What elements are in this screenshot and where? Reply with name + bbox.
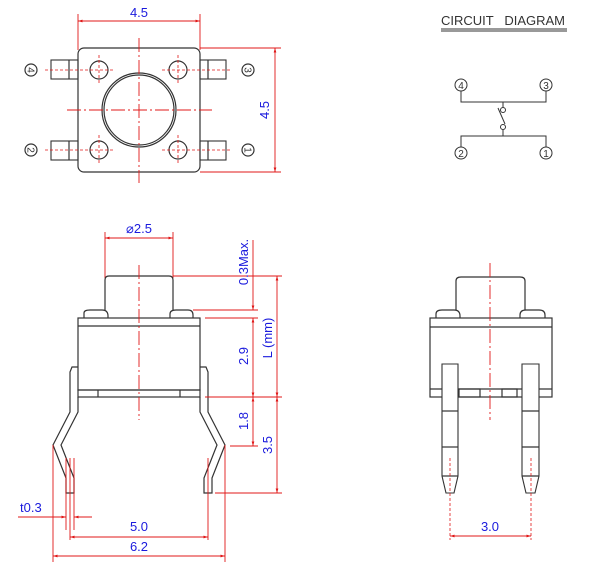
pin-labels: 4 3 2 1 bbox=[24, 63, 255, 157]
svg-text:4: 4 bbox=[25, 67, 36, 73]
outer-span-dimension: 6.2 bbox=[130, 539, 148, 554]
lead-bend-dimension: 1.8 bbox=[236, 412, 251, 430]
button-diameter: ⌀2.5 bbox=[126, 221, 152, 236]
svg-text:2: 2 bbox=[25, 147, 36, 153]
front-view: ⌀2.5 0.3Max. 2.9 1.8 L (mm) 3.5 t0.3 bbox=[18, 221, 282, 562]
top-view: 4.5 4 3 2 1 4.5 bbox=[24, 5, 281, 183]
width-dimension: 4.5 bbox=[130, 5, 148, 20]
pin-right bbox=[521, 363, 540, 494]
overtravel-dimension: 0.3Max. bbox=[236, 239, 251, 285]
lead-length-dimension: 3.5 bbox=[260, 436, 275, 454]
svg-text:2: 2 bbox=[458, 149, 464, 160]
svg-text:1: 1 bbox=[543, 149, 549, 160]
side-view: 3.0 bbox=[429, 263, 553, 540]
svg-text:3: 3 bbox=[242, 67, 253, 73]
circuit-diagram: CIRCUIT DIAGRAM 4 3 2 1 bbox=[441, 13, 567, 160]
total-height-dimension: L (mm) bbox=[260, 318, 275, 359]
inner-span-dimension: 5.0 bbox=[130, 519, 148, 534]
thickness-dimension: t0.3 bbox=[20, 500, 42, 515]
pin-pitch-dimension: 3.0 bbox=[481, 519, 499, 534]
body-height-dimension: 2.9 bbox=[236, 347, 251, 365]
svg-text:1: 1 bbox=[242, 147, 253, 153]
svg-text:3: 3 bbox=[543, 81, 549, 92]
height-dimension: 4.5 bbox=[257, 101, 272, 119]
svg-text:4: 4 bbox=[458, 81, 464, 92]
circuit-title: CIRCUIT DIAGRAM bbox=[441, 13, 565, 28]
